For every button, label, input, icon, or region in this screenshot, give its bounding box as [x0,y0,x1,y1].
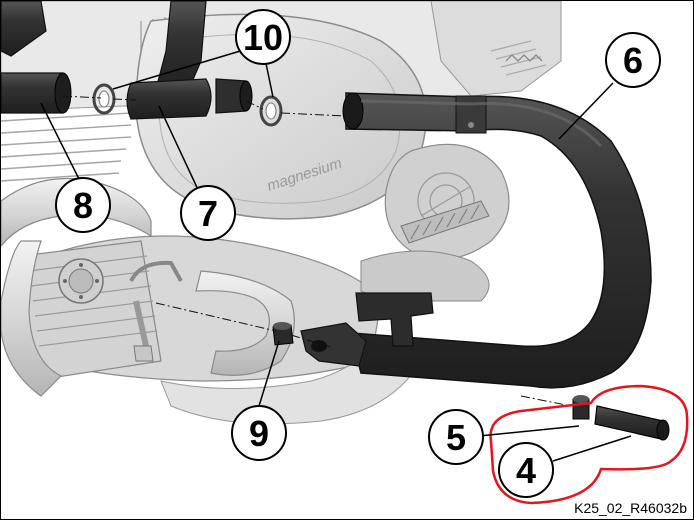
callout-7-label: 7 [198,193,218,234]
callout-5: 5 [428,409,484,465]
pin-4 [594,405,664,440]
callout-9-label: 9 [249,413,269,454]
reference-code: K25_02_R46032b [574,500,687,516]
callout-4-label: 4 [516,450,536,491]
callout-10: 10 [235,9,291,65]
washer-10-right [259,95,283,127]
part-7-bar [126,78,212,120]
callout-7: 7 [180,185,236,241]
callout-8-label: 8 [73,185,93,226]
crash-bar-main [300,92,652,389]
foot-peg [400,200,490,244]
callout-5-label: 5 [446,417,466,458]
callout-6-label: 6 [623,40,643,81]
highlight-outline [489,384,689,505]
callout-6: 6 [605,32,661,88]
callout-10-label: 10 [243,17,283,58]
assembly-lines [62,95,572,407]
callout-4: 4 [498,442,554,498]
leader-lines [40,48,632,462]
callout-8: 8 [55,177,111,233]
callout-9: 9 [231,405,287,461]
